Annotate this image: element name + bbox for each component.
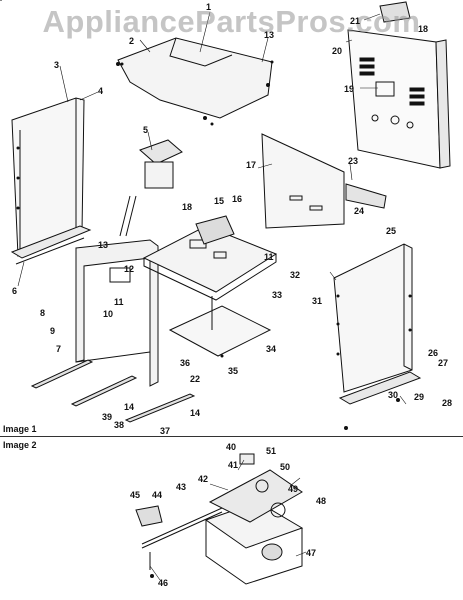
callout-39: 39	[102, 412, 113, 422]
callout-11-left: 11	[114, 297, 124, 307]
callout-31: 31	[312, 296, 323, 306]
callout-28: 28	[442, 398, 453, 408]
callout-25: 25	[386, 226, 397, 236]
callout-6: 6	[12, 286, 18, 296]
callout-23: 23	[348, 156, 359, 166]
callout-45: 45	[130, 490, 141, 500]
callout-43: 43	[176, 482, 187, 492]
callout-47: 47	[306, 548, 317, 558]
callout-36: 36	[180, 358, 191, 368]
section-label-image-2: Image 2	[3, 440, 37, 450]
callout-32: 32	[290, 270, 301, 280]
callout-33: 33	[272, 290, 283, 300]
callout-37: 37	[160, 426, 171, 436]
callout-18-center: 18	[182, 202, 193, 212]
callout-42: 42	[198, 474, 209, 484]
section-divider	[0, 436, 463, 437]
callout-5: 5	[143, 125, 149, 135]
section-label-image-1: Image 1	[3, 424, 37, 434]
callout-27: 27	[438, 358, 449, 368]
callout-44: 44	[152, 490, 163, 500]
part-left-side-panel	[10, 97, 92, 265]
callout-51: 51	[266, 446, 277, 456]
callout-21: 21	[350, 16, 361, 26]
part-burner-assembly	[135, 453, 304, 585]
callout-50: 50	[280, 462, 291, 472]
callout-14-right: 14	[190, 408, 201, 418]
part-rear-panel	[347, 1, 451, 169]
callout-17: 17	[246, 160, 257, 170]
callout-16: 16	[232, 194, 243, 204]
callout-19: 19	[344, 84, 355, 94]
callout-22: 22	[190, 374, 201, 384]
part-heat-shield	[168, 296, 272, 357]
callout-40: 40	[226, 442, 237, 452]
callout-12: 12	[124, 264, 135, 274]
part-right-side-panel	[333, 243, 422, 405]
callout-13-top: 13	[264, 30, 275, 40]
part-rails	[30, 359, 196, 423]
callout-41: 41	[228, 460, 239, 470]
callout-48: 48	[316, 496, 327, 506]
part-valve-bracket	[119, 139, 183, 237]
callout-30: 30	[388, 390, 399, 400]
callout-1: 1	[206, 2, 212, 12]
part-oven-bottom	[142, 215, 278, 301]
callout-46: 46	[158, 578, 169, 588]
callout-29: 29	[414, 392, 425, 402]
callout-38: 38	[114, 420, 125, 430]
leader-lines	[17, 11, 407, 581]
callout-10: 10	[103, 309, 114, 319]
callout-18-top: 18	[418, 24, 429, 34]
callout-35: 35	[228, 366, 239, 376]
callout-34: 34	[266, 344, 277, 354]
callout-13: 13	[98, 240, 109, 250]
fasteners	[16, 60, 412, 578]
callout-20: 20	[332, 46, 343, 56]
callout-4: 4	[98, 86, 104, 96]
callout-2: 2	[129, 36, 135, 46]
callout-24: 24	[354, 206, 365, 216]
part-rear-inner-panel	[261, 133, 387, 229]
callout-49: 49	[288, 484, 299, 494]
callout-3: 3	[54, 60, 60, 70]
callout-9: 9	[50, 326, 56, 336]
callout-26: 26	[428, 348, 439, 358]
callout-15: 15	[214, 196, 225, 206]
callout-8: 8	[40, 308, 46, 318]
callout-11-right: 11	[264, 252, 274, 262]
callout-14-left: 14	[124, 402, 135, 412]
part-top-panel	[0, 0, 273, 120]
callout-7: 7	[56, 344, 62, 354]
